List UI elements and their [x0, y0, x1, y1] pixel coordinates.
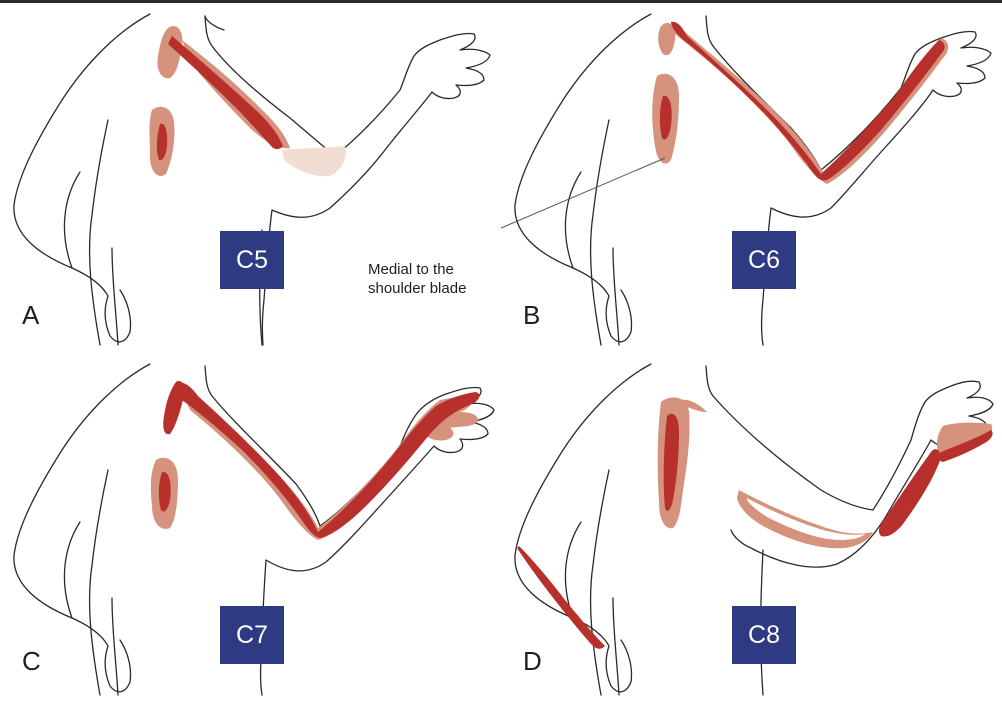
figure-outline-c — [13, 363, 495, 696]
panel-letter: B — [523, 300, 541, 330]
level-label: C7 — [236, 620, 268, 649]
level-label: C8 — [748, 620, 780, 649]
level-label-box: C5 — [220, 231, 284, 289]
level-label-box: C6 — [732, 231, 796, 289]
level-label-box: C7 — [220, 606, 284, 664]
panel-letter: D — [523, 646, 542, 676]
annotation-line-2: shoulder blade — [368, 280, 467, 297]
panel-a: C5 A — [0, 0, 501, 350]
annotation-leader-line — [501, 157, 666, 229]
annotation-text: Medial to the shoulder blade — [368, 260, 518, 298]
panel-c: C7 C — [0, 350, 501, 700]
panel-letter: A — [22, 300, 40, 330]
dermatome-zones — [150, 380, 480, 540]
figure-outline-a — [13, 13, 491, 346]
figure-outline-d — [514, 363, 994, 696]
level-label: C5 — [236, 245, 268, 274]
level-label-box: C8 — [732, 606, 796, 664]
dermatome-zones — [652, 21, 949, 184]
dermatome-zones — [517, 397, 993, 649]
top-border — [0, 0, 1002, 3]
level-label: C6 — [748, 245, 780, 274]
panel-d: C8 D — [501, 350, 1002, 700]
body-outline — [514, 13, 992, 346]
figure-outline-b — [501, 13, 992, 346]
body-outline — [13, 363, 495, 696]
panel-b: C6 B — [501, 0, 1002, 350]
panel-letter: C — [22, 646, 41, 676]
dermatome-zones — [149, 25, 346, 177]
annotation-line-1: Medial to the — [368, 261, 454, 278]
